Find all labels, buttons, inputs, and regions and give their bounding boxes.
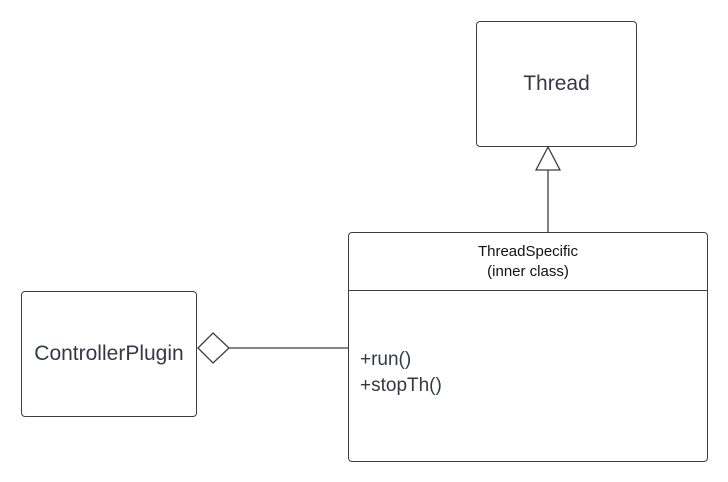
- class-thread-specific-header: ThreadSpecific (inner class): [349, 233, 707, 291]
- class-thread-name: Thread: [523, 72, 590, 95]
- class-thread-specific-name: ThreadSpecific: [477, 242, 579, 260]
- aggregation-diamond: [197, 332, 230, 364]
- class-controller-plugin-name: ControllerPlugin: [34, 342, 184, 365]
- class-thread-specific-methods: +run() +stopTh(): [360, 347, 442, 399]
- class-thread-specific-stereotype: (inner class): [487, 262, 569, 280]
- method-run: +run(): [360, 349, 412, 370]
- class-thread-specific[interactable]: ThreadSpecific (inner class) +run() +sto…: [348, 232, 708, 462]
- generalization-arrowhead: [534, 145, 562, 171]
- class-thread[interactable]: Thread: [476, 21, 637, 147]
- class-controller-plugin[interactable]: ControllerPlugin: [21, 291, 197, 417]
- method-stop-th: +stopTh(): [360, 375, 442, 396]
